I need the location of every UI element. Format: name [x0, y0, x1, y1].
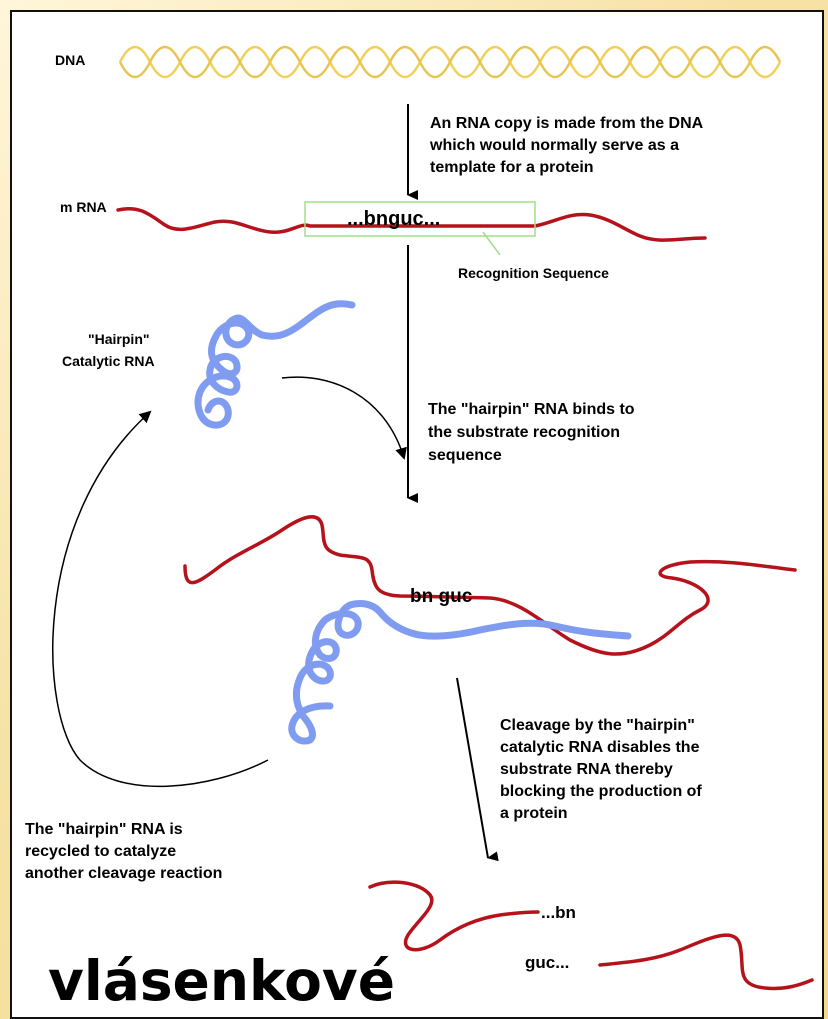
- dna-label: DNA: [55, 52, 85, 68]
- cleaved-fragment-1: [368, 880, 540, 952]
- recognition-pointer: [482, 231, 501, 256]
- recognition-box: [304, 201, 536, 237]
- hairpin-rna-bound: [288, 600, 632, 745]
- bound-mrna-strand: [183, 515, 797, 656]
- step3-text: Cleavage by the "hairpin" catalytic RNA …: [500, 717, 706, 822]
- diagram-panel: [10, 10, 824, 1019]
- recognition-sequence-text: ...bnguc...: [347, 208, 440, 230]
- fragment2-label: guc...: [525, 953, 569, 972]
- step2-text: The "hairpin" RNA binds to the substrate…: [428, 401, 639, 464]
- cleaved-fragment-2: [598, 933, 814, 991]
- bound-sequence-text: bn guc: [410, 586, 473, 607]
- mrna-label: m RNA: [60, 199, 107, 215]
- fragment1-label: ...bn: [541, 903, 576, 922]
- step1-text: An RNA copy is made from the DNA which w…: [429, 115, 707, 176]
- slide-title: vlásenkové: [48, 949, 395, 1013]
- dna-strand-b: [118, 45, 782, 79]
- hairpin-binding-arrow: [281, 376, 407, 460]
- cleavage-arrow: [456, 677, 499, 862]
- recycle-text: The "hairpin" RNA is recycled to catalyz…: [25, 821, 222, 882]
- recognition-label: Recognition Sequence: [458, 265, 609, 281]
- mrna-strand: [116, 207, 707, 242]
- hairpin-label: "Hairpin" Catalytic RNA: [62, 331, 155, 369]
- hairpin-rna-free: [194, 300, 356, 429]
- recycle-arrow: [52, 410, 269, 788]
